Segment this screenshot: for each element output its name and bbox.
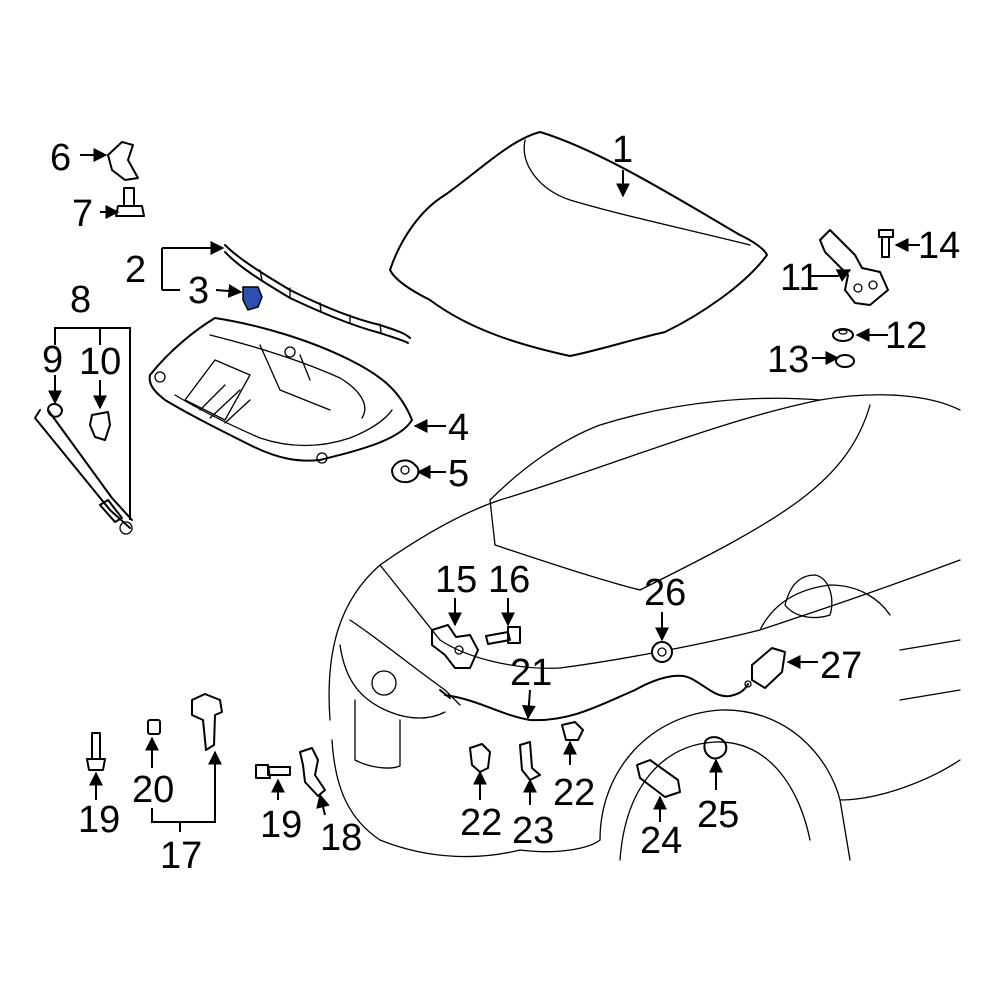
car-body [328,394,961,861]
callout-25: 25 [697,794,739,836]
callout-11: 11 [780,257,819,299]
callout-3: 3 [188,270,209,312]
callout-19a: 19 [78,799,120,841]
callout-1: 1 [612,129,633,171]
callout-8: 8 [70,279,91,321]
bolt-7[interactable] [115,187,145,217]
bolt-19a[interactable] [86,732,106,771]
cable-guide-23[interactable] [519,741,541,781]
hood-panel[interactable] [389,131,768,357]
callout-23: 23 [512,810,554,852]
hood-support-rod[interactable] [34,409,133,535]
hood-seal-clip[interactable] [242,286,263,311]
hood-seal[interactable] [224,244,411,344]
bolt-19b[interactable] [255,764,291,779]
callout-17: 17 [160,835,202,877]
hood-lock[interactable] [431,624,479,669]
callout-18: 18 [320,817,362,859]
nut-12[interactable] [832,328,854,342]
callout-4: 4 [448,407,469,449]
callout-20: 20 [132,769,174,811]
callout-14: 14 [918,225,960,267]
clip-25[interactable] [703,736,728,760]
callout-21: 21 [510,652,552,694]
callout-15: 15 [435,559,477,601]
grommet-26[interactable] [651,641,673,663]
bracket-18[interactable] [299,747,326,797]
cable-clip-22b[interactable] [561,721,584,741]
rod-grommet-9[interactable] [47,403,63,418]
callout-5: 5 [448,453,469,495]
bracket-6[interactable] [107,141,139,181]
cable-clip-22a[interactable] [469,743,491,773]
callout-10: 10 [79,341,121,383]
callout-16: 16 [488,559,530,601]
release-bracket-17[interactable] [191,693,223,751]
hood-release-cable[interactable] [439,674,752,722]
callout-22a: 22 [460,802,502,844]
callout-labels: 1 2 3 4 5 6 7 8 9 10 11 12 13 14 15 16 1… [42,129,960,877]
clip-20[interactable] [147,719,161,735]
bolt-14[interactable] [878,229,894,258]
callout-6: 6 [50,137,71,179]
insulator-retainer[interactable] [391,459,420,484]
callout-26: 26 [644,572,686,614]
callout-2: 2 [125,249,146,291]
callout-13: 13 [767,339,809,381]
callout-22b: 22 [553,772,595,814]
callout-27: 27 [820,645,862,687]
leader-lines [48,148,920,832]
callout-9: 9 [42,339,63,381]
cable-bracket-24[interactable] [636,759,681,798]
nut-13[interactable] [835,354,855,368]
callout-12: 12 [885,315,927,357]
callout-24: 24 [640,820,682,862]
rod-clip-10[interactable] [89,411,111,441]
hood-hinge[interactable] [819,229,889,306]
callout-7: 7 [72,193,93,235]
bolt-16[interactable] [485,626,521,645]
hood-insulator[interactable] [148,317,413,464]
callout-19b: 19 [260,804,302,846]
release-handle-27[interactable] [751,647,786,689]
